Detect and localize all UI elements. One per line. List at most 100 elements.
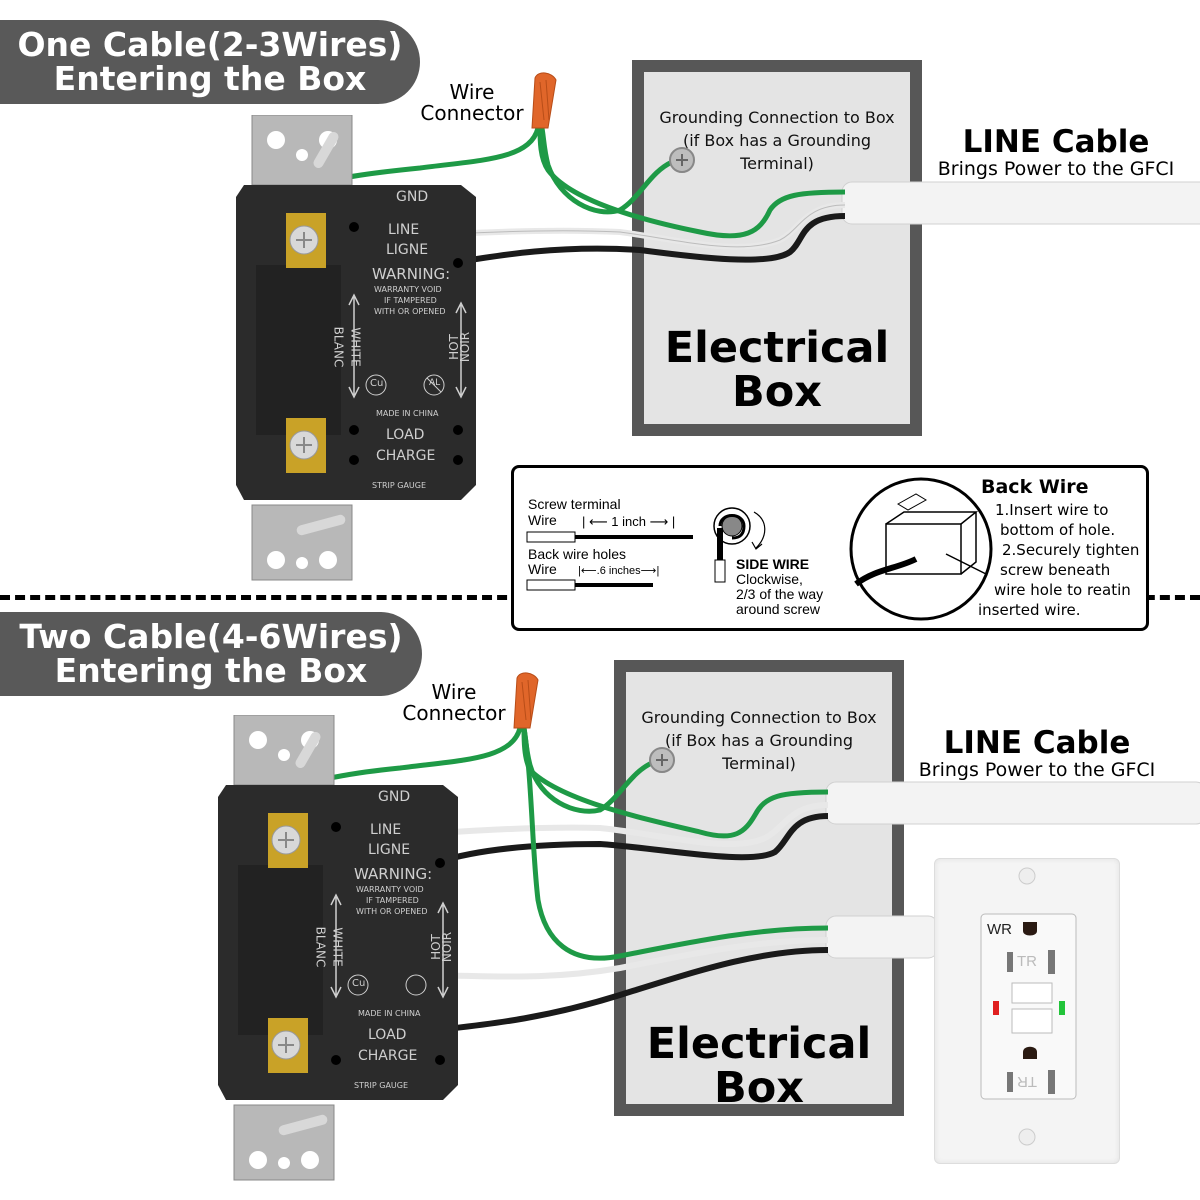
label-warning: WARNING: xyxy=(354,865,433,883)
screw-terminal-wire-icon xyxy=(526,531,693,543)
screw-terminal-wire-label: Wire xyxy=(528,512,557,528)
cu-icon xyxy=(347,974,369,996)
back-wire-hole xyxy=(435,858,445,868)
back-wire-hole xyxy=(453,455,463,465)
box-title-line1: Electrical xyxy=(646,1019,872,1069)
top-ground-screw-slot xyxy=(676,154,688,166)
label-warning-1: WARRANTY VOID xyxy=(374,285,442,294)
label-charge: CHARGE xyxy=(358,1048,418,1064)
back-wire-line1: 1.Insert wire to xyxy=(995,501,1109,519)
reset-button[interactable] xyxy=(1011,1008,1053,1034)
wire-connector-line1: Wire xyxy=(449,80,495,104)
bottom-electrical-box: Grounding Connection to Box (if Box has … xyxy=(614,660,904,1116)
line-cable-subtitle: Brings Power to the GFCI xyxy=(918,759,1156,781)
back-wire-hole xyxy=(331,1055,341,1065)
bottom-section-banner: Two Cable(4-6Wires) Entering the Box xyxy=(0,612,422,696)
plate-screw-top-icon xyxy=(1018,867,1036,885)
test-button[interactable] xyxy=(1011,982,1053,1004)
neutral-arrow-icon xyxy=(330,893,342,999)
top-gfci-back-device: GND LINE LIGNE WARNING: WARRANTY VOID IF… xyxy=(236,114,486,585)
bottom-box-title: Electrical Box xyxy=(626,1022,892,1110)
screw-slot xyxy=(296,437,312,453)
top-banner-line2: Entering the Box xyxy=(53,59,367,98)
label-cu: Cu xyxy=(352,978,366,989)
top-wire-connector-label: Wire Connector xyxy=(412,82,532,124)
al-strike xyxy=(426,377,442,393)
wiring-instructions-card: Screw terminal Wire | ⟵ 1 inch ⟶ | Back … xyxy=(511,465,1149,631)
label-line: LINE xyxy=(370,822,402,838)
strap-hole xyxy=(267,551,285,569)
bottom-connector-ribs xyxy=(521,679,532,721)
bottom-grounding-note: Grounding Connection to Box (if Box has … xyxy=(626,706,892,775)
label-made-in: MADE IN CHINA xyxy=(376,409,439,418)
label-gnd: GND xyxy=(396,189,429,205)
strap-hole xyxy=(267,131,285,149)
strap-hole xyxy=(249,731,267,749)
top-banner-line1: One Cable(2-3Wires) xyxy=(17,25,403,64)
label-line: LINE xyxy=(388,222,420,238)
neutral-slot-bottom xyxy=(1007,1072,1013,1092)
bottom-line-hot-wire xyxy=(437,813,829,865)
bottom-load-hot-wire xyxy=(437,947,829,1033)
back-wire-illustration-icon xyxy=(849,477,993,621)
label-warning: WARNING: xyxy=(372,265,451,283)
cu-icon xyxy=(365,374,387,396)
bottom-wire-connector-label: Wire Connector xyxy=(394,682,514,724)
label-load: LOAD xyxy=(386,427,425,443)
hot-arrow-icon xyxy=(437,901,449,999)
strap-screw xyxy=(296,514,346,536)
top-wiring-diagram xyxy=(334,72,1200,265)
label-al: AL xyxy=(429,378,441,388)
wire-connector-line1: Wire xyxy=(431,680,477,704)
grounding-note-line1: Grounding Connection to Box xyxy=(641,708,877,727)
gfci-outlet-wallplate: WR TR TR xyxy=(934,858,1120,1164)
al-prohibited-icon xyxy=(423,374,445,396)
bottom-load-cable-sheath xyxy=(825,915,939,959)
label-ligne: LIGNE xyxy=(386,242,429,258)
strap-hole xyxy=(296,149,308,161)
hot-arrow-icon xyxy=(455,301,467,399)
strap-hole xyxy=(249,1151,267,1169)
side-wire-line1: Clockwise, xyxy=(736,571,803,587)
top-ground-wire-cable xyxy=(537,127,846,239)
label-warning-2: IF TAMPERED xyxy=(384,296,437,305)
back-wire-line4: screw beneath xyxy=(1000,561,1111,579)
label-made-in: MADE IN CHINA xyxy=(358,1009,421,1018)
neutral-arrow-icon xyxy=(348,293,360,399)
label-ligne: LIGNE xyxy=(368,842,411,858)
back-wire-hole xyxy=(435,1055,445,1065)
back-wire-hole xyxy=(453,425,463,435)
back-wire-hole xyxy=(349,222,359,232)
strap-screw xyxy=(278,1114,328,1136)
back-wire-line3: 2.Securely tighten xyxy=(1002,541,1140,559)
back-wire-hole xyxy=(453,258,463,268)
top-grounding-note: Grounding Connection to Box (if Box has … xyxy=(644,106,910,175)
strap-screw xyxy=(313,132,339,168)
grounding-note-line2: (if Box has a Grounding Terminal) xyxy=(664,731,854,773)
back-wire-holes-length-value: .6 inches xyxy=(596,565,641,577)
hot-slot-bottom xyxy=(1048,1070,1055,1094)
bottom-line-cable-sheath xyxy=(825,781,1200,825)
strap-hole xyxy=(278,1157,290,1169)
grounding-note-line1: Grounding Connection to Box xyxy=(659,108,895,127)
bottom-device-ground-wire xyxy=(319,727,523,783)
label-blanc: BLANC xyxy=(331,326,346,368)
box-title-line2: Box xyxy=(713,1063,805,1113)
label-strip-gauge: STRIP GAUGE xyxy=(372,481,427,490)
label-strip-gauge: STRIP GAUGE xyxy=(354,1081,409,1090)
bottom-banner-line2: Entering the Box xyxy=(54,651,368,690)
wire-connector-line2: Connector xyxy=(420,101,524,125)
bottom-device-drawing xyxy=(218,714,458,1181)
bottom-line-cable-label: LINE Cable Brings Power to the GFCI xyxy=(906,727,1168,781)
screw-terminal-length-value: 1 inch xyxy=(611,514,646,529)
label-charge: CHARGE xyxy=(376,448,436,464)
neutral-slot-top xyxy=(1007,952,1013,972)
top-line-cable-label: LINE Cable Brings Power to the GFCI xyxy=(925,126,1187,180)
top-box-title: Electrical Box xyxy=(644,326,910,414)
box-title-line1: Electrical xyxy=(664,323,890,373)
device-center-block xyxy=(256,265,341,435)
strap-screw xyxy=(295,732,321,768)
top-section-banner: One Cable(2-3Wires) Entering the Box xyxy=(0,20,420,104)
strap-hole xyxy=(278,749,290,761)
line-cable-title: LINE Cable xyxy=(962,124,1150,160)
